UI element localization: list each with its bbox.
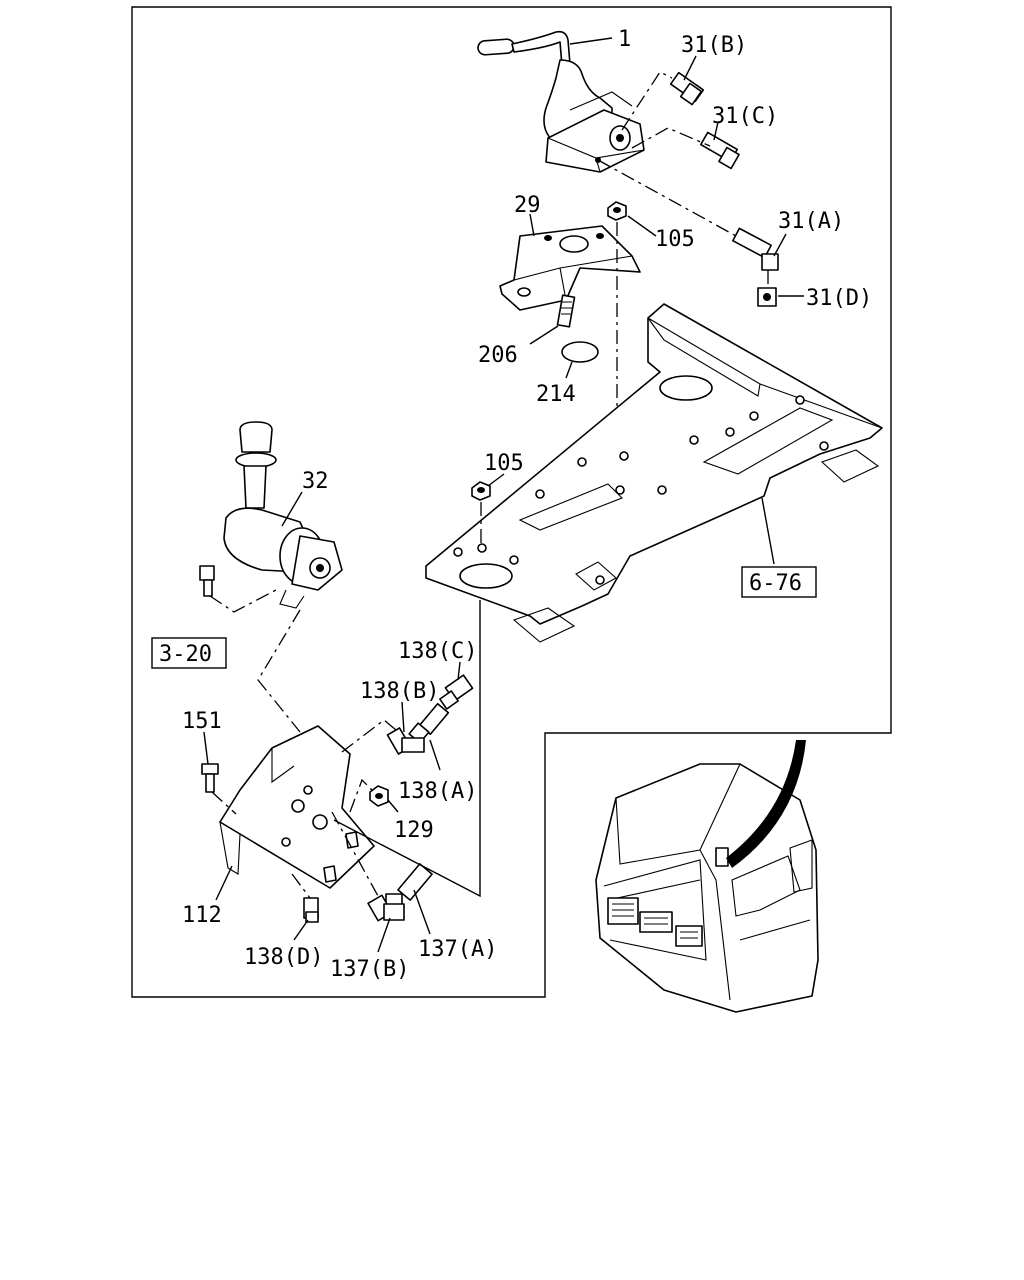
callout-138b: 138(B)	[360, 679, 439, 704]
bolt-206	[556, 294, 576, 328]
fitting-138a	[408, 702, 450, 744]
callout-137a: 137(A)	[418, 937, 497, 962]
callout-3-20: 3-20	[159, 642, 212, 667]
callout-151: 151	[182, 709, 222, 734]
ref-box-6-76	[741, 566, 817, 598]
callout-129: 129	[394, 818, 434, 843]
nut-129	[369, 785, 389, 807]
callout-31d: 31(D)	[806, 286, 872, 311]
callout-29: 29	[514, 193, 541, 218]
callout-1: 1	[618, 27, 631, 52]
diagram-frame	[131, 6, 892, 998]
callout-31b: 31(B)	[681, 33, 747, 58]
bolt-151	[201, 763, 219, 793]
floor-plate	[425, 303, 883, 643]
callout-137b: 137(B)	[330, 957, 409, 982]
callout-31a: 31(A)	[778, 209, 844, 234]
truck-cab-inset	[595, 740, 819, 1013]
fitting-31b	[669, 71, 705, 106]
callout-105-upper: 105	[655, 227, 695, 252]
fitting-137a	[385, 863, 433, 911]
control-valve-32	[223, 421, 343, 609]
fitting-31d	[757, 287, 777, 307]
callout-214: 214	[536, 382, 576, 407]
ref-box-3-20	[151, 637, 227, 669]
washer-214	[561, 341, 599, 363]
callout-31c: 31(C)	[712, 104, 778, 129]
callout-105-lower: 105	[484, 451, 524, 476]
nut-105-lower	[471, 481, 491, 501]
fitting-31a	[732, 227, 779, 271]
callout-112: 112	[182, 903, 222, 928]
callout-206: 206	[478, 343, 518, 368]
callout-138d: 138(D)	[244, 945, 323, 970]
callout-6-76: 6-76	[749, 571, 802, 596]
bolt-3-20	[199, 565, 215, 597]
leader-lines	[203, 37, 804, 953]
fitting-138c	[439, 674, 474, 710]
nut-105-upper	[607, 201, 627, 221]
callout-138c: 138(C)	[398, 639, 477, 664]
shift-lever-assembly	[477, 30, 645, 173]
fitting-137b	[367, 894, 405, 922]
fitting-138d	[303, 897, 319, 923]
callout-32: 32	[302, 469, 329, 494]
callout-138a: 138(A)	[398, 779, 477, 804]
fitting-31c	[699, 131, 740, 170]
fitting-138b	[386, 727, 425, 755]
bracket-112	[219, 725, 375, 889]
